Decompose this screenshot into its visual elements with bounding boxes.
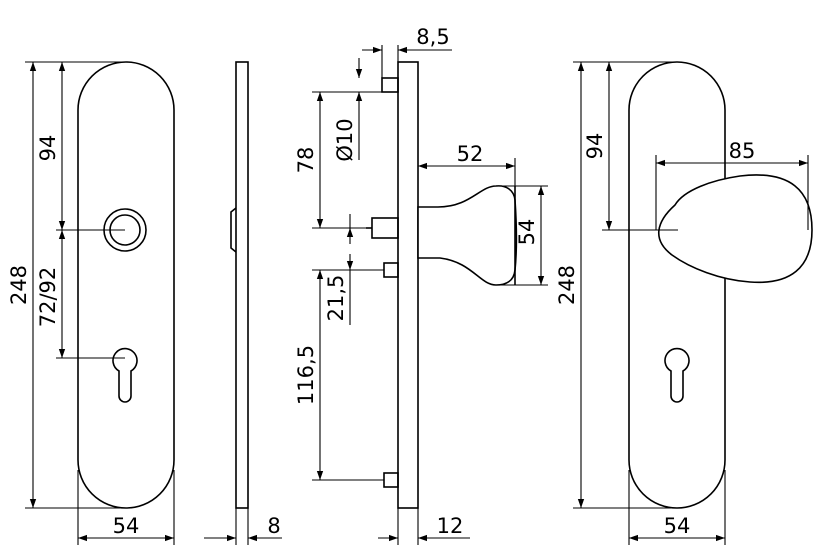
front-height-label: 248	[7, 265, 31, 305]
side-thickness-label: 8	[267, 514, 280, 538]
knob-width-label: 85	[729, 139, 756, 163]
front-top-to-knob-label: 94	[36, 135, 60, 162]
side-view-plate: 8	[204, 61, 282, 545]
knob-front-top-to-knob-label: 94	[583, 133, 607, 160]
cylinder-keyhole	[112, 347, 138, 403]
knob-front-plate-outline	[628, 61, 726, 509]
knob-front-height-label: 248	[555, 265, 579, 305]
screw-spacing-label: 116,5	[294, 345, 318, 405]
knob-profile	[417, 185, 518, 286]
lower-screw-boss	[383, 472, 399, 488]
front-plate-outline	[77, 61, 175, 509]
upper-screw-boss	[383, 262, 399, 278]
front-view-plate: 248 94 72/92 54	[7, 61, 175, 545]
knob-side-plate-outline	[397, 61, 419, 509]
knob-front-view: 248 94 85 54	[555, 61, 813, 545]
knob-side-view: 8,5 Ø10 78 21,5 116,5 52 54	[294, 25, 548, 545]
side-plate-tab	[230, 207, 237, 253]
knob-to-screw-label: 21,5	[324, 275, 348, 322]
knob-diameter-label: 54	[515, 219, 539, 246]
spindle-pin	[371, 217, 399, 239]
knob-side-top-to-knob-label: 78	[294, 147, 318, 174]
pin-offset-label: 8,5	[416, 25, 449, 49]
top-pin	[381, 77, 399, 93]
pin-diameter-label: Ø10	[333, 118, 357, 161]
front-knob-to-cylinder-label: 72/92	[36, 267, 60, 328]
knob-front-shape	[657, 174, 813, 284]
knob-front-cylinder-keyhole	[664, 347, 690, 403]
knob-projection-label: 52	[457, 142, 484, 166]
plate-thickness-label: 12	[437, 514, 464, 538]
knob-front-width-label: 54	[664, 514, 691, 538]
front-width-label: 54	[113, 514, 140, 538]
side-plate-outline	[235, 61, 249, 509]
